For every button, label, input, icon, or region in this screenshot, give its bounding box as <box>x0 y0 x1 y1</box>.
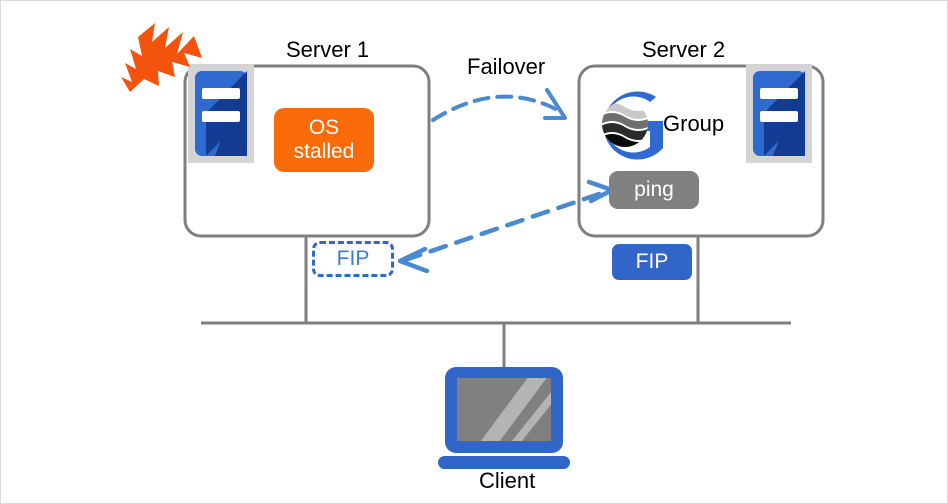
client-monitor-icon <box>438 367 570 469</box>
fip-active-label: FIP <box>635 250 669 273</box>
os-stalled-line1: OS <box>308 115 340 139</box>
group-label: Group <box>663 111 725 136</box>
os-stalled-badge: OS stalled <box>274 108 374 172</box>
failover-label: Failover <box>467 54 546 79</box>
fip-standby-badge: FIP <box>312 241 394 277</box>
network-bus <box>201 237 791 367</box>
client-label: Client <box>479 468 536 493</box>
failover-arrow <box>431 88 567 122</box>
server-rack-icon <box>746 64 812 163</box>
server1-title: Server 1 <box>286 37 370 62</box>
fip-standby-label: FIP <box>336 247 370 270</box>
ping-badge: ping <box>609 171 699 209</box>
group-globe-logo-icon <box>602 91 663 160</box>
ping-label: ping <box>634 178 674 201</box>
server2-title: Server 2 <box>642 37 726 62</box>
server-rack-icon <box>188 64 254 163</box>
os-stalled-line2: stalled <box>293 140 355 163</box>
lightning-burst-icon <box>121 23 202 92</box>
fip-active-badge: FIP <box>612 244 692 280</box>
